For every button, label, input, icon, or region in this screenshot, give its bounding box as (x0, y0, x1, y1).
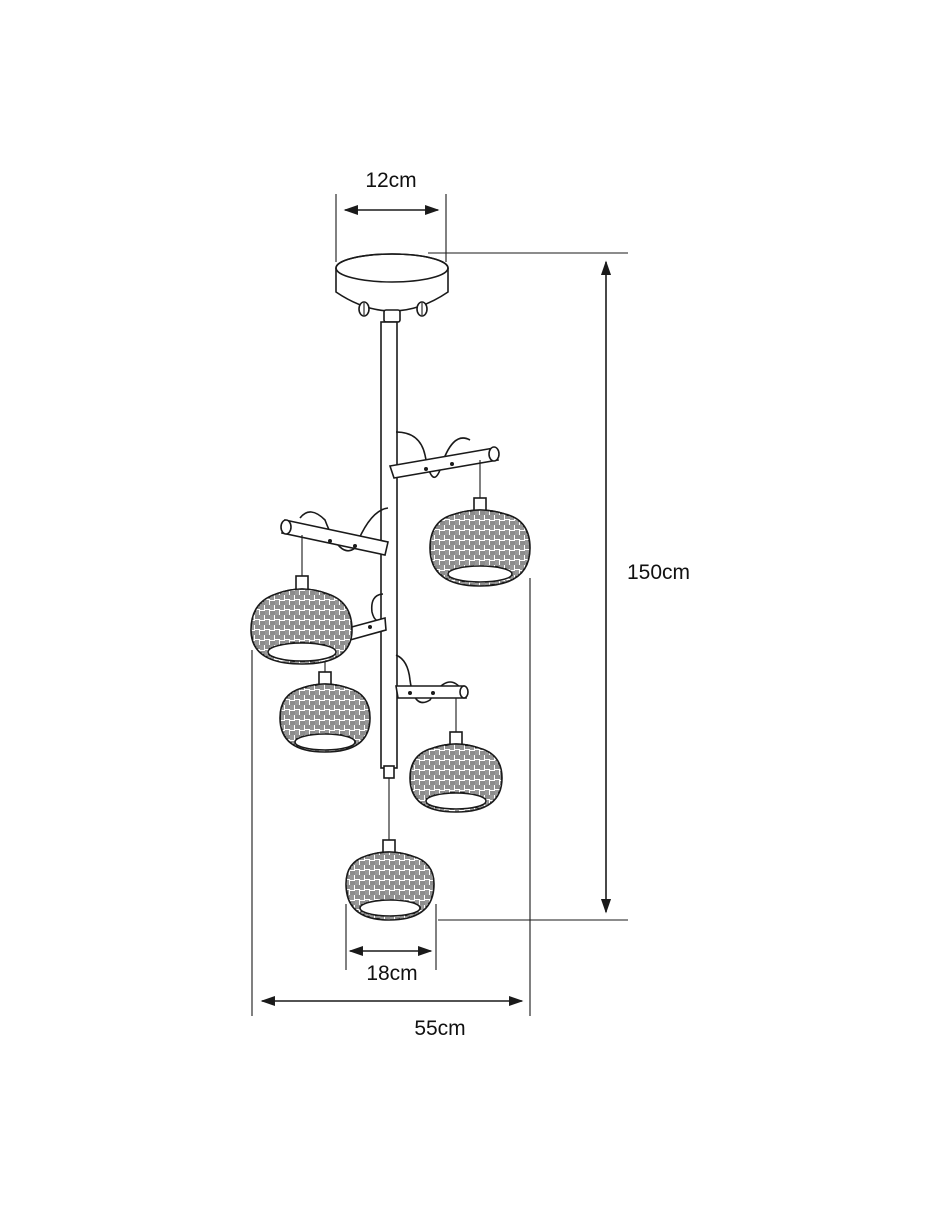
label-shade-width: 18cm (366, 962, 417, 985)
shade-lower-right (409, 731, 503, 813)
shade-upper-right (429, 497, 531, 587)
shade-upper-left (250, 575, 353, 665)
label-canopy-width: 12cm (365, 169, 416, 192)
canopy-screw-left (358, 301, 370, 317)
dimension-canopy-width: 12cm (335, 169, 447, 262)
dimension-total-height: 150cm (428, 252, 690, 921)
dimension-overall-width: 55cm (251, 578, 531, 1040)
shade-bottom-center (345, 839, 435, 921)
arm-lower-right (395, 654, 469, 704)
arm-upper-left (280, 507, 389, 556)
label-overall-width: 55cm (414, 1017, 465, 1040)
dimension-shade-width: 18cm (345, 904, 437, 985)
central-rod (380, 321, 398, 779)
arm-upper-right (388, 431, 500, 479)
canopy-screw-right (416, 301, 428, 317)
label-total-height: 150cm (627, 561, 690, 584)
shade-middle-left (279, 671, 371, 753)
ceiling-canopy (335, 253, 449, 323)
